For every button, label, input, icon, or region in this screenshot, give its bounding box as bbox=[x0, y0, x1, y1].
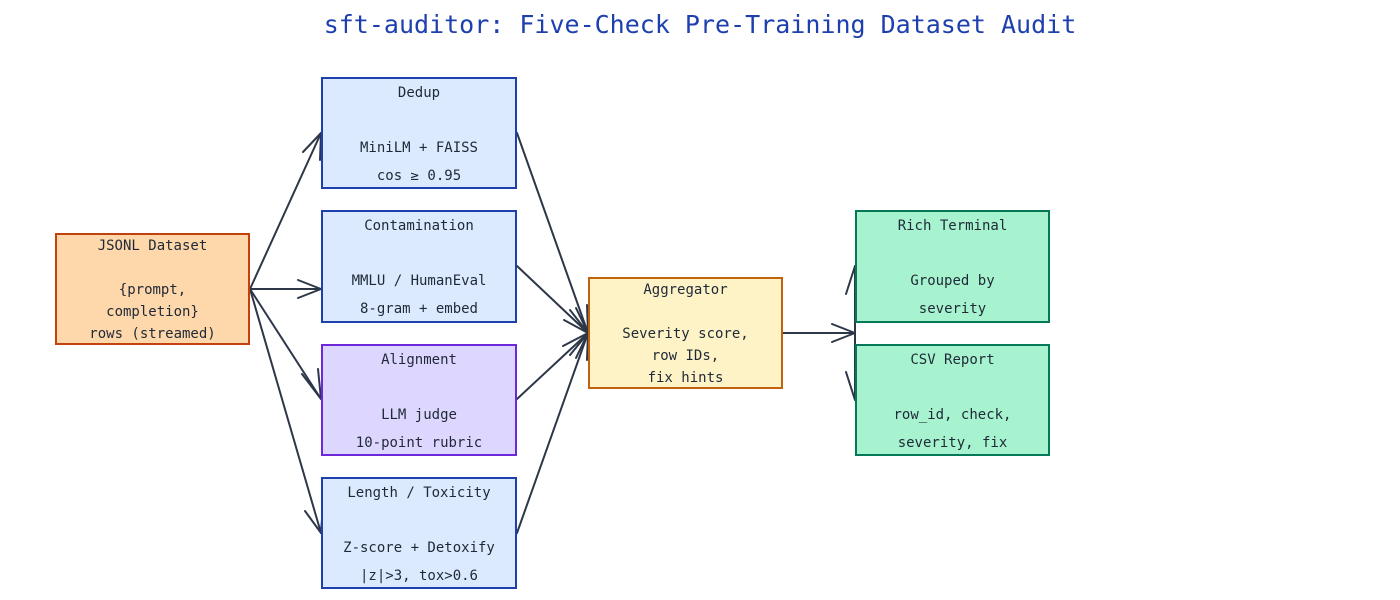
node-contamination: Contamination MMLU / HumanEval 8-gram + … bbox=[321, 210, 517, 323]
node-title: Length / Toxicity bbox=[347, 485, 491, 501]
node-title: Rich Terminal bbox=[897, 218, 1008, 234]
edge-contamination-to-aggregator bbox=[516, 265, 589, 334]
node-detail: Z-score + Detoxify bbox=[343, 540, 495, 556]
node-detail: fix hints bbox=[647, 370, 724, 386]
edge-alignment-to-aggregator bbox=[516, 332, 589, 400]
edge-source-to-alignment bbox=[249, 288, 322, 400]
node-detail: Grouped by bbox=[910, 273, 995, 289]
node-dedup: Dedup MiniLM + FAISS cos ≥ 0.95 bbox=[321, 77, 517, 189]
edge-source-to-length-toxicity bbox=[249, 288, 324, 534]
edge-source-to-dedup bbox=[249, 132, 322, 290]
node-alignment: Alignment LLM judge 10-point rubric bbox=[321, 344, 517, 456]
node-title: JSONL Dataset bbox=[97, 238, 208, 254]
edge-aggregator-to-outputs bbox=[782, 321, 856, 345]
node-detail: LLM judge bbox=[381, 407, 457, 423]
node-detail: MMLU / HumanEval bbox=[351, 273, 487, 289]
node-title: Contamination bbox=[364, 218, 474, 234]
edge-source-to-contamination bbox=[249, 279, 322, 299]
node-detail: |z|>3, tox>0.6 bbox=[359, 568, 478, 584]
node-title: Alignment bbox=[381, 352, 457, 368]
node-title: CSV Report bbox=[910, 352, 995, 368]
node-length-toxicity: Length / Toxicity Z-score + Detoxify |z|… bbox=[321, 477, 517, 589]
node-csv-report: CSV Report row_id, check, severity, fix bbox=[855, 344, 1050, 456]
node-detail: completion} bbox=[106, 304, 199, 320]
node-aggregator: Aggregator Severity score, row IDs, fix … bbox=[588, 277, 783, 389]
node-rich-terminal: Rich Terminal Grouped by severity bbox=[855, 210, 1050, 323]
node-detail: row IDs, bbox=[651, 348, 720, 364]
node-title: Dedup bbox=[397, 85, 441, 101]
node-detail: Severity score, bbox=[622, 326, 749, 342]
node-title: Aggregator bbox=[643, 282, 728, 298]
node-detail: 8-gram + embed bbox=[359, 301, 478, 317]
node-detail: row_id, check, bbox=[893, 407, 1012, 423]
node-detail: 10-point rubric bbox=[355, 435, 483, 451]
edge-dedup-to-aggregator bbox=[516, 132, 589, 334]
node-detail: severity, fix bbox=[897, 435, 1008, 451]
node-detail: cos ≥ 0.95 bbox=[376, 168, 462, 184]
node-detail: {prompt, bbox=[118, 282, 187, 298]
node-jsonl-dataset: JSONL Dataset {prompt, completion} rows … bbox=[55, 233, 250, 345]
node-detail: rows (streamed) bbox=[89, 326, 216, 342]
node-detail: severity bbox=[918, 301, 987, 317]
node-detail: MiniLM + FAISS bbox=[359, 140, 478, 156]
diagram-title: sft-auditor: Five-Check Pre-Training Dat… bbox=[323, 10, 1077, 39]
edge-length-toxicity-to-aggregator bbox=[516, 332, 589, 534]
